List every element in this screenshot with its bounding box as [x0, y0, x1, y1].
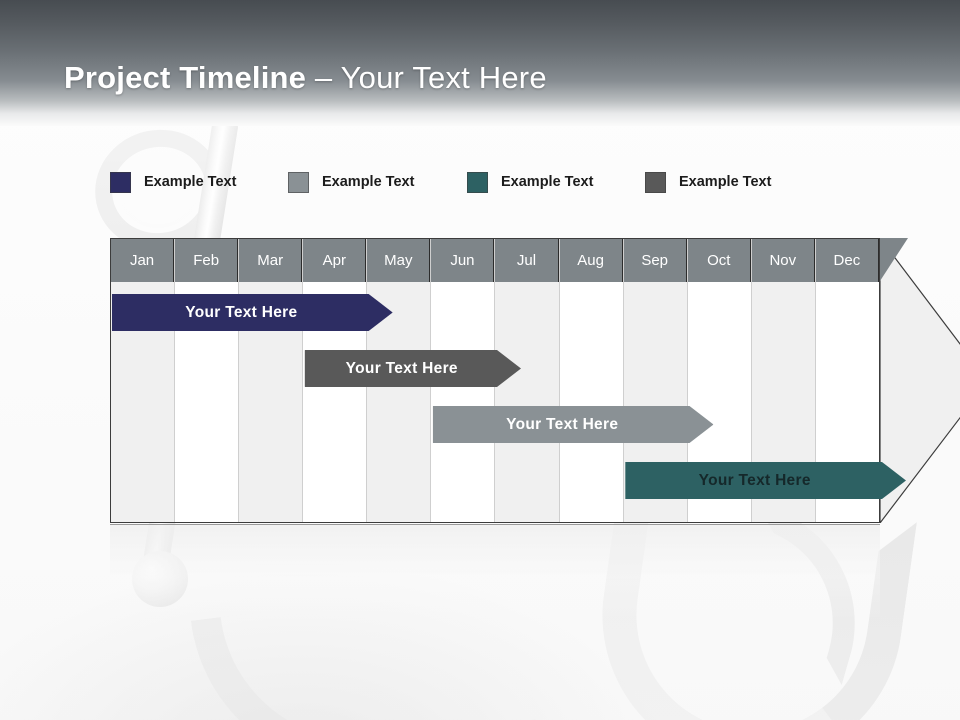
timeline-column-jul: Jul — [495, 239, 560, 522]
legend-swatch-icon — [645, 171, 666, 193]
timeline-bar-label: Your Text Here — [698, 471, 811, 489]
timeline-bar[interactable]: Your Text Here — [433, 406, 714, 443]
legend-item-label: Example Text — [322, 174, 415, 190]
page-title-bold: Project Timeline — [64, 60, 307, 95]
timeline-bar-shape: Your Text Here — [305, 350, 522, 387]
legend-item-label: Example Text — [501, 174, 594, 190]
timeline-bar-shape: Your Text Here — [112, 294, 393, 331]
month-header-jun[interactable]: Jun — [431, 239, 495, 282]
page-title: Project Timeline – Your Text Here — [64, 60, 547, 96]
month-header-may[interactable]: May — [367, 239, 431, 282]
month-header-jan[interactable]: Jan — [111, 239, 175, 282]
anchor-ball-shape — [132, 551, 188, 607]
timeline-bar-shape: Your Text Here — [433, 406, 714, 443]
legend-swatch-icon — [110, 171, 131, 193]
timeline-bar-label: Your Text Here — [345, 359, 458, 377]
legend-item[interactable]: Example Text — [110, 170, 236, 194]
month-header-nov[interactable]: Nov — [751, 239, 815, 282]
legend: Example Text Example Text Example Text Exam… — [110, 170, 830, 194]
chart-reflection — [110, 524, 880, 620]
legend-swatch-icon — [467, 171, 488, 193]
legend-item[interactable]: Example Text — [645, 170, 771, 194]
anchor-curl-shape — [716, 504, 884, 686]
month-header-aug[interactable]: Aug — [559, 239, 623, 282]
timeline-column-mar: Mar — [239, 239, 304, 522]
month-header-dec[interactable]: Dec — [815, 239, 879, 282]
month-header-oct[interactable]: Oct — [687, 239, 751, 282]
month-header-mar[interactable]: Mar — [239, 239, 303, 282]
timeline-bar[interactable]: Your Text Here — [305, 350, 522, 387]
month-header-sep[interactable]: Sep — [623, 239, 687, 282]
legend-swatch-icon — [288, 171, 309, 193]
timeline-bar-label: Your Text Here — [506, 415, 619, 433]
page-title-separator: – — [306, 60, 341, 95]
timeline-bar[interactable]: Your Text Here — [625, 462, 906, 499]
month-header-jul[interactable]: Jul — [495, 239, 559, 282]
legend-item[interactable]: Example Text — [288, 170, 414, 194]
page-title-light: Your Text Here — [340, 60, 547, 95]
timeline-bar-label: Your Text Here — [185, 303, 298, 321]
timeline-column-aug: Aug — [559, 239, 624, 522]
timeline-bar-shape: Your Text Here — [625, 462, 906, 499]
legend-item-label: Example Text — [144, 174, 237, 190]
anchor-fluke-left-shape — [190, 580, 540, 720]
month-header-feb[interactable]: Feb — [175, 239, 239, 282]
timeline-column-jan: Jan — [111, 239, 176, 522]
timeline-column-feb: Feb — [175, 239, 240, 522]
legend-item[interactable]: Example Text — [467, 170, 593, 194]
month-header-apr[interactable]: Apr — [303, 239, 367, 282]
title-banner — [0, 0, 960, 126]
timeline-bar[interactable]: Your Text Here — [112, 294, 393, 331]
legend-item-label: Example Text — [679, 174, 772, 190]
